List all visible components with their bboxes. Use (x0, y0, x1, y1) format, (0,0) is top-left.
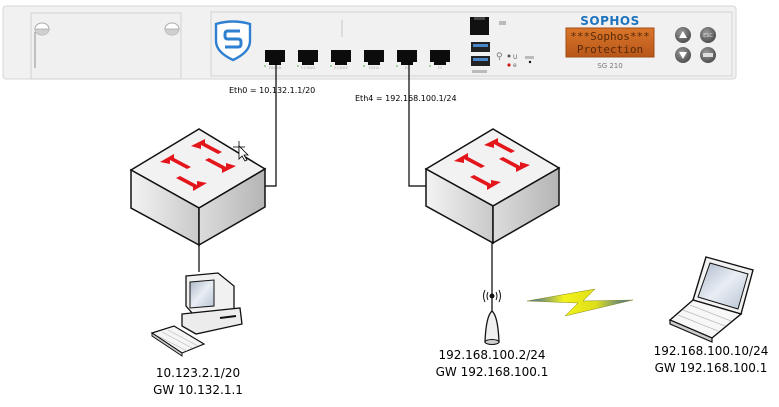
management-port[interactable] (470, 17, 506, 35)
cable-eth0-to-switch1 (265, 63, 277, 187)
eth0-link-label: Eth0 = 10.132.1.1/20 (229, 86, 316, 95)
reset-label (525, 56, 534, 59)
port-label: E3/HA (369, 66, 380, 70)
sophos-shield-icon (214, 20, 252, 62)
switch-2[interactable] (424, 128, 561, 245)
wireless-link-bolt-icon (526, 288, 634, 317)
lcd-display (565, 27, 655, 58)
laptop-ip: 192.168.100.10/24 (653, 344, 769, 358)
pc-ip: 10.123.2.1/20 (155, 366, 241, 380)
eth4-link-label: Eth4 = 192.168.100.1/24 (355, 94, 457, 103)
port-label: E2/DMZ (334, 66, 348, 70)
svg-text:ESC: ESC (703, 33, 713, 39)
ap-ip: 192.168.100.2/24 (438, 348, 546, 362)
status-led (507, 54, 511, 58)
move-cursor-icon (233, 141, 249, 162)
ap-gateway: GW 192.168.100.1 (435, 365, 549, 379)
cables (198, 63, 493, 312)
ethernet-port[interactable]: E2/DMZ (330, 50, 351, 70)
reset-button[interactable] (528, 60, 532, 64)
usb-port-1[interactable] (471, 42, 490, 52)
port-label: E1/WAN (301, 66, 315, 70)
port-label: E0/LAN (269, 66, 282, 70)
laptop-address-label: 192.168.100.10/24 GW 192.168.100.1 (645, 343, 777, 377)
lcd-line-1: ***Sophos*** (570, 30, 649, 43)
laptop-icon[interactable] (668, 256, 754, 343)
port-led (429, 65, 431, 67)
hdd-icon: e (513, 62, 517, 69)
sophos-appliance: E0/LAN E1/WAN E2/DMZ E3/HA E4 E5 ⚲ U e SOPHOS… (2, 5, 737, 80)
switch-arrows-icon (454, 138, 530, 190)
ethernet-port[interactable]: E0/LAN (264, 50, 285, 70)
ethernet-ports: E0/LAN E1/WAN E2/DMZ E3/HA E4 E5 (264, 50, 450, 70)
port-led (264, 65, 266, 67)
ethernet-port[interactable]: E4 (396, 50, 417, 70)
port-label: E4 (405, 66, 410, 70)
port-label: E5 (438, 66, 442, 70)
ethernet-port[interactable]: E5 (429, 50, 450, 70)
port-led (363, 65, 365, 67)
model-label: SG 210 (597, 62, 622, 70)
alert-led (507, 63, 511, 67)
pc-gateway: GW 10.132.1.1 (153, 383, 243, 397)
pc-address-label: 10.123.2.1/20 GW 10.132.1.1 (138, 365, 258, 399)
port-led (330, 65, 332, 67)
usb-port-2[interactable] (471, 56, 490, 66)
brand-logo: SOPHOS (580, 14, 640, 28)
wireless-signal-icon (483, 289, 501, 303)
lcd-line-2: Protection (577, 43, 643, 56)
usb-label (472, 70, 487, 73)
ethernet-port[interactable]: E3/HA (363, 50, 384, 70)
wireless-access-point-icon[interactable] (483, 289, 501, 345)
switch-arrows-icon (160, 139, 236, 191)
laptop-gateway: GW 192.168.100.1 (654, 361, 768, 375)
port-led (396, 65, 398, 67)
module-screw-left (34, 22, 50, 36)
lcd-up-button[interactable] (675, 27, 691, 43)
cable-eth4-to-switch2 (408, 63, 427, 187)
desktop-pc-icon[interactable] (150, 272, 243, 357)
ethernet-port[interactable]: E1/WAN (297, 50, 318, 70)
expansion-module (30, 12, 182, 80)
ap-address-label: 192.168.100.2/24 GW 192.168.100.1 (427, 347, 557, 381)
usb-icon: ⚲ (496, 52, 503, 62)
lcd-enter-button[interactable] (700, 47, 716, 63)
lcd-esc-button[interactable]: ESC (700, 27, 716, 43)
power-icon: U (513, 54, 517, 61)
module-screw-right (164, 22, 180, 36)
keyboard-icon (150, 325, 206, 357)
lcd-down-button[interactable] (675, 47, 691, 63)
port-led (297, 65, 299, 67)
switch-1[interactable] (129, 128, 267, 247)
